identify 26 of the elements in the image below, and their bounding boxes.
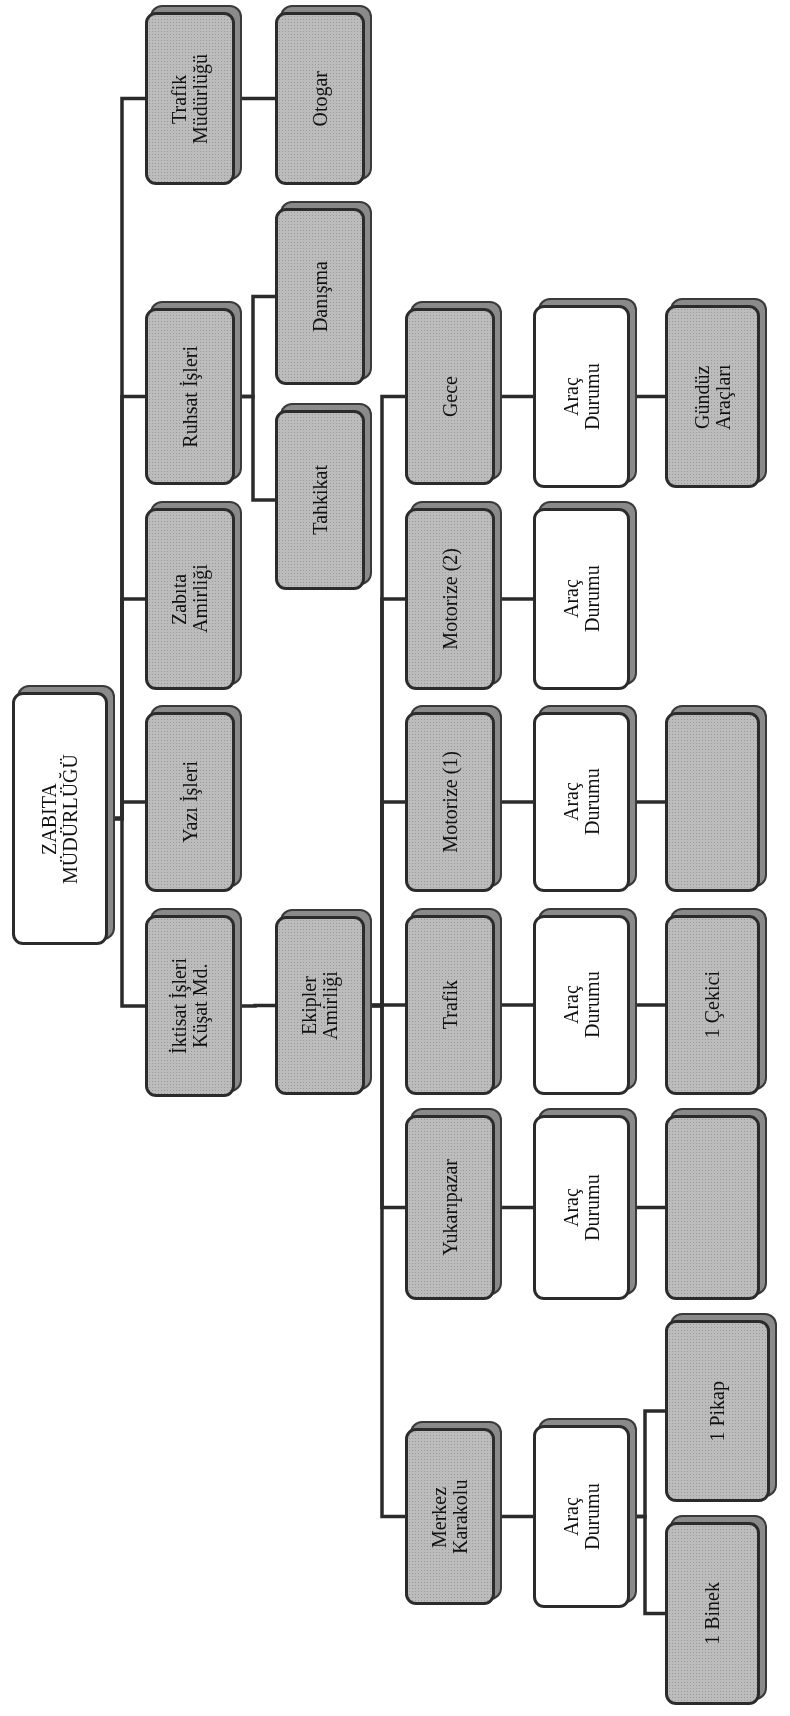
box-label: Gece [439, 375, 461, 418]
box-label: Motorize (2) [439, 548, 461, 650]
box-label: Yazı İşleri [179, 761, 201, 843]
box-label: Tahkikat [309, 465, 331, 535]
box-label: Trafik [439, 980, 461, 1030]
box-label: İktisat İşleri Küşat Md. [169, 956, 211, 1057]
box-label: Merkez Karakolu [429, 1478, 471, 1556]
box-label: 1 Pikap [707, 1380, 728, 1442]
box-label: Araç Durumu [560, 362, 603, 432]
box-label: Yukarıpazar [439, 1159, 461, 1256]
box-label: ZABITA MÜDÜRLÜĞÜ [39, 753, 81, 884]
box-label: Zabıta Amirliği [169, 563, 211, 636]
box-label: Araç Durumu [560, 1482, 603, 1552]
box-label: Motorize (1) [439, 751, 461, 853]
box-label: Danışma [309, 260, 331, 333]
box-label: Araç Durumu [560, 564, 603, 635]
box-label: Araç Durumu [560, 1173, 603, 1243]
box-label: Ruhsat İşleri [179, 345, 201, 448]
box-label: Ekipler Amirliği [299, 970, 341, 1042]
box-label: Gündüz Araçları [691, 362, 734, 432]
box-label: Araç Durumu [560, 970, 603, 1041]
box-label: 1 Binek [702, 1582, 723, 1645]
box-label: Otogar [309, 70, 331, 127]
box-label: 1 Çekici [702, 971, 723, 1039]
box-label: Trafik Müdürlüğü [169, 52, 211, 146]
box-label: Araç Durumu [560, 767, 603, 838]
